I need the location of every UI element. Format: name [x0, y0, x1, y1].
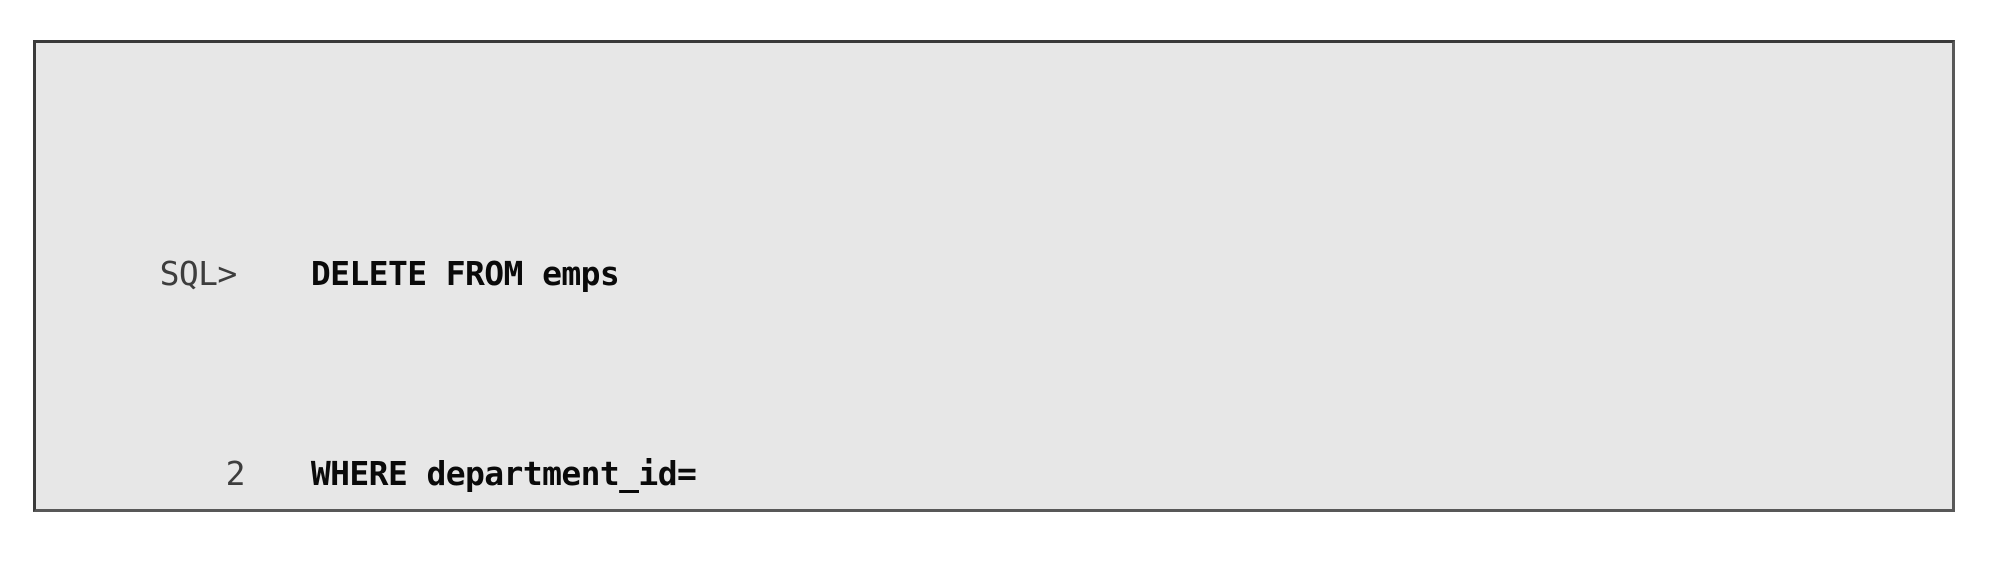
- sql-statement-line-1: DELETE FROM emps: [291, 254, 620, 293]
- console-line: 2 WHERE department_id=: [36, 399, 1952, 493]
- console-line: SQL> DELETE FROM emps: [36, 199, 1952, 293]
- sql-prompt-label: SQL>: [159, 254, 238, 293]
- sql-statement-line-2: WHERE department_id=: [291, 454, 697, 493]
- sql-console-output: SQL> DELETE FROM emps 2 WHERE department…: [36, 43, 1952, 509]
- sql-console-window: SQL> DELETE FROM emps 2 WHERE department…: [33, 40, 1955, 512]
- line-number-2: 2: [225, 454, 246, 493]
